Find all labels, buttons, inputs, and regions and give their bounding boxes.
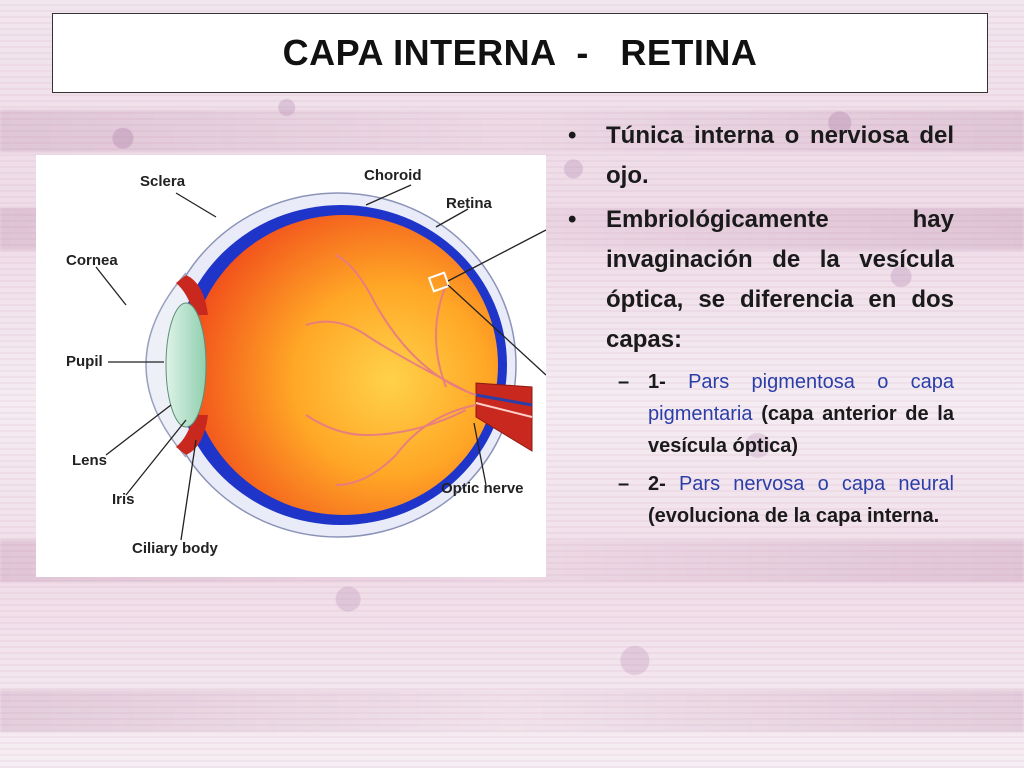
eye-diagram-svg — [95, 184, 546, 541]
eye-diagram: Sclera Choroid Retina Cornea Pupil Lens … — [36, 155, 546, 577]
sub-dash: – — [618, 371, 630, 393]
title-box: CAPA INTERNA - RETINA — [52, 13, 988, 93]
subbullet-2: – 2- Pars nervosa o capa neural (evoluci… — [562, 468, 954, 532]
bg-band-4 — [0, 690, 1024, 732]
eyeball-interior — [190, 215, 498, 515]
subbullet-1-highlight: Pars pigmentosa o capa pigmentaria — [648, 371, 954, 425]
lens-shape — [165, 302, 207, 428]
subbullet-2-rest: (evoluciona de la capa interna. — [648, 505, 940, 527]
subbullet-2-number: 2- — [648, 473, 666, 495]
label-ciliary-body: Ciliary body — [132, 540, 218, 557]
bullet-dot: • — [568, 122, 577, 149]
label-pupil: Pupil — [66, 353, 103, 370]
content-area: • Túnica interna o nerviosa del ojo. • E… — [562, 116, 954, 532]
bullet-1-text: Túnica interna o nerviosa del ojo. — [606, 122, 954, 189]
retina-inset-marker — [427, 271, 451, 293]
ciliary-top — [176, 275, 208, 315]
bullet-2: • Embriológicamente hay invaginación de … — [562, 200, 954, 360]
label-choroid: Choroid — [364, 167, 422, 184]
label-sclera: Sclera — [140, 173, 186, 190]
bullet-dot: • — [568, 206, 577, 233]
label-cornea: Cornea — [66, 252, 118, 269]
subbullet-1-rest: (capa anterior de la vesícula óptica) — [648, 403, 954, 457]
ciliary-bottom — [176, 415, 208, 455]
bullet-2-text: Embriológicamente hay invaginación de la… — [606, 206, 954, 353]
label-optic-nerve: Optic nerve — [441, 480, 524, 497]
sub-dash: – — [618, 473, 630, 495]
subbullet-2-highlight: Pars nervosa o capa neural — [678, 473, 954, 495]
label-iris: Iris — [112, 491, 135, 508]
slide-title: CAPA INTERNA - RETINA — [282, 32, 758, 73]
bg-band-1 — [0, 110, 1024, 152]
subbullet-1-number: 1- — [648, 371, 666, 393]
bullet-1: • Túnica interna o nerviosa del ojo. — [562, 116, 954, 196]
subbullet-1: – 1- Pars pigmentosa o capa pigmentaria … — [562, 366, 954, 462]
label-lens: Lens — [72, 452, 108, 469]
label-retina: Retina — [446, 195, 492, 212]
